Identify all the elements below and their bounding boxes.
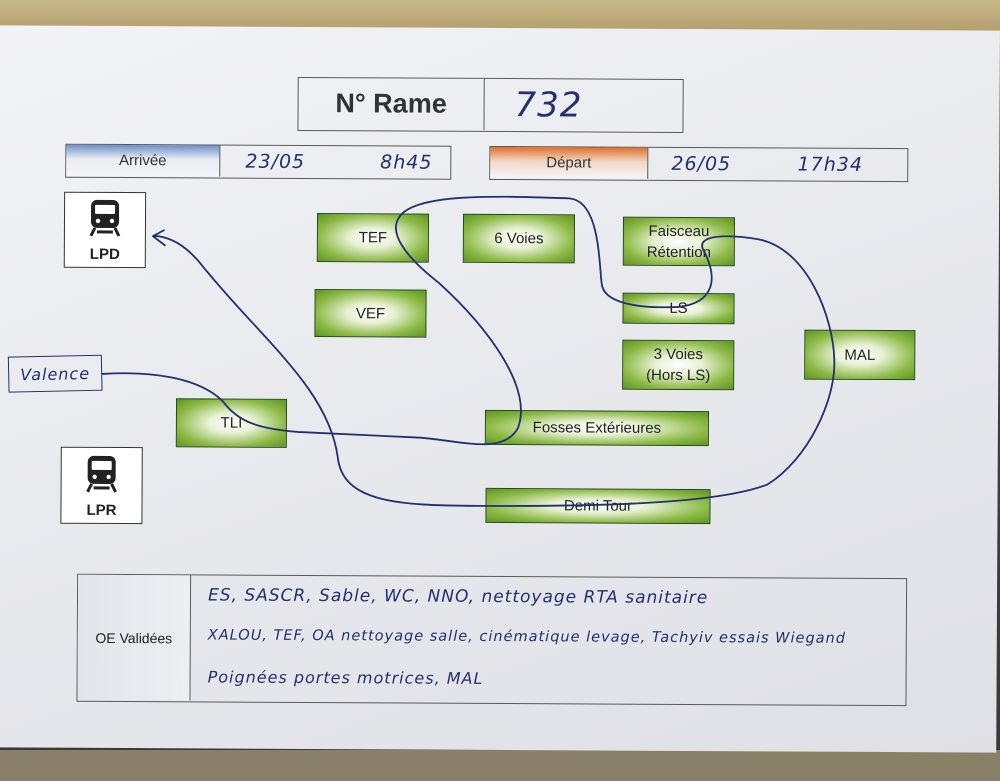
train-icon: [85, 454, 119, 498]
terminal-lpd: LPD: [63, 191, 147, 269]
oe-line-1[interactable]: ES, SASCR, Sable, WC, NNO, nettoyage RTA…: [207, 585, 709, 609]
terminal-lpr: LPR: [60, 446, 143, 525]
station-ls[interactable]: LS: [622, 292, 735, 325]
terminal-lpd-label: LPD: [89, 245, 120, 264]
rame-value[interactable]: 732: [514, 84, 583, 125]
paper-sheet: N° Rame 732 Arrivée 23/05 8h45 Départ 26…: [0, 25, 1000, 753]
station-3-voies-line2: (Hors LS): [646, 366, 711, 385]
station-3-voies[interactable]: 3 Voies (Hors LS): [622, 339, 735, 391]
station-tef[interactable]: TEF: [316, 213, 430, 263]
oe-line-2[interactable]: XALOU, TEF, OA nettoyage salle, cinémati…: [207, 627, 847, 647]
station-faisceau-line2: Rétention: [646, 243, 711, 261]
depart-date[interactable]: 26/05: [671, 152, 732, 175]
rame-label: N° Rame: [298, 77, 485, 130]
depart-box: Départ 26/05 17h34: [489, 145, 909, 183]
depart-time[interactable]: 17h34: [797, 153, 864, 176]
station-3-voies-line1: 3 Voies: [653, 345, 703, 364]
oe-label: OE Validées: [77, 574, 192, 701]
station-mal[interactable]: MAL: [804, 329, 916, 381]
station-6-voies[interactable]: 6 Voies: [462, 213, 576, 264]
station-fosses-exterieures[interactable]: Fosses Extérieures: [484, 409, 709, 447]
train-icon: [88, 198, 122, 242]
station-faisceau-retention[interactable]: Faisceau Rétention: [622, 216, 736, 267]
station-demi-tour[interactable]: Demi Tour: [485, 487, 711, 525]
arrivee-date[interactable]: 23/05: [245, 150, 306, 173]
depart-label: Départ: [490, 146, 649, 179]
oe-line-3[interactable]: Poignées portes motrices, MAL: [207, 667, 484, 688]
rame-box: N° Rame 732: [297, 76, 684, 133]
arrivee-box: Arrivée 23/05 8h45: [65, 143, 452, 180]
arrivee-label: Arrivée: [66, 144, 221, 177]
terminal-lpr-label: LPR: [86, 501, 117, 519]
valence-annotation: Valence: [7, 354, 103, 393]
arrivee-time[interactable]: 8h45: [380, 150, 433, 174]
station-tli[interactable]: TLI: [175, 398, 288, 448]
station-faisceau-line1: Faisceau: [648, 222, 710, 240]
station-vef[interactable]: VEF: [314, 289, 427, 338]
oe-box: OE Validées ES, SASCR, Sable, WC, NNO, n…: [76, 573, 908, 707]
